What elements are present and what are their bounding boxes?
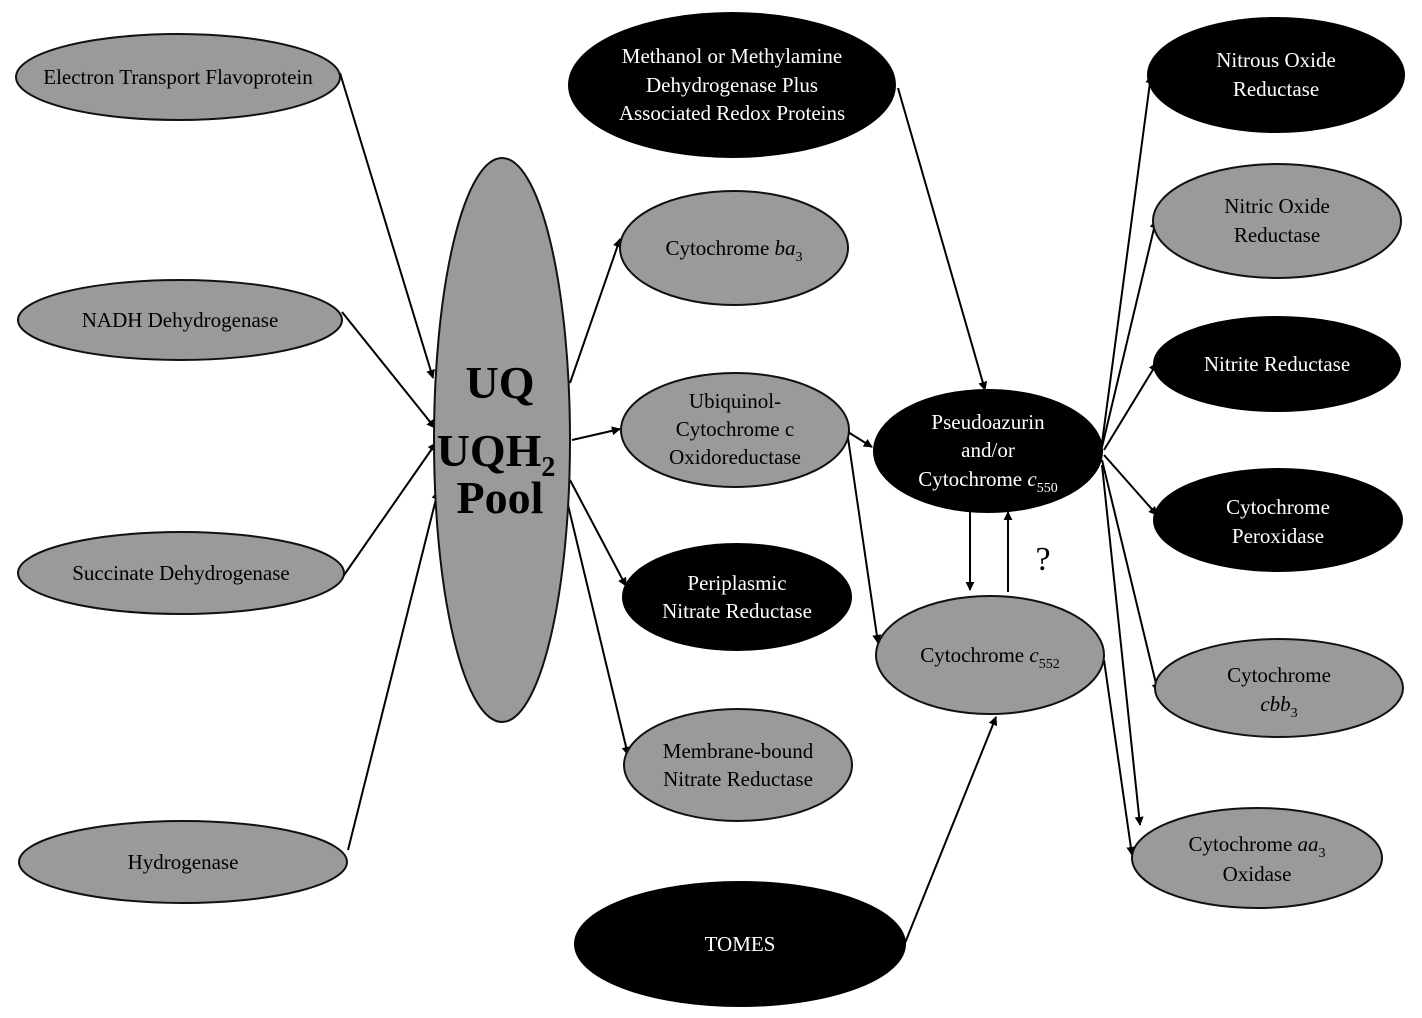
- pool-line-uqh2: UQH2: [437, 425, 556, 483]
- node-nitric-oxide-reductase: Nitric Oxide Reductase: [1152, 163, 1402, 279]
- arrow-pool-to-membrane: [567, 504, 631, 756]
- node-label: Pseudoazurin: [931, 410, 1045, 434]
- node-label: Oxidoreductase: [669, 445, 801, 469]
- node-label: Cytochrome aa3: [1188, 832, 1325, 861]
- arrow-ubiquinol-to-c552: [847, 437, 882, 644]
- node-label: Reductase: [1234, 223, 1320, 247]
- node-nitrite-reductase: Nitrite Reductase: [1153, 316, 1401, 412]
- node-nitrous-oxide-reductase: Nitrous Oxide Reductase: [1147, 17, 1405, 133]
- node-label: and/or: [961, 438, 1015, 462]
- node-membrane-bound-nitrate-reductase: Membrane-bound Nitrate Reductase: [623, 708, 853, 822]
- node-label: Cytochrome: [1226, 495, 1330, 519]
- node-label: Methanol or Methylamine: [622, 44, 842, 68]
- arrow-hydrogenase-to-pool: [347, 490, 441, 851]
- arrows: [339, 72, 1161, 944]
- arrow-pseudoazurin-to-nitric: [1101, 219, 1159, 448]
- arrow-succinate-to-pool: [341, 442, 437, 579]
- arrow-tomes-to-c552: [904, 716, 998, 944]
- node-label: Ubiquinol-: [689, 389, 781, 413]
- node-periplasmic-nitrate-reductase: Periplasmic Nitrate Reductase: [622, 543, 852, 651]
- arrow-pseudoazurin-to-aa3: [1101, 464, 1144, 826]
- node-hydrogenase: Hydrogenase: [18, 820, 348, 904]
- node-label: Nitrate Reductase: [663, 767, 813, 791]
- node-label: Associated Redox Proteins: [619, 101, 845, 125]
- node-label: Hydrogenase: [128, 850, 239, 874]
- node-methanol-dehydrogenase: Methanol or Methylamine Dehydrogenase Pl…: [568, 12, 896, 158]
- node-label: Membrane-bound: [663, 739, 814, 763]
- node-label: Peroxidase: [1232, 524, 1324, 548]
- node-label: Nitrous Oxide: [1216, 48, 1336, 72]
- node-cytochrome-ba3: Cytochrome ba3: [619, 190, 849, 306]
- question-mark: ?: [1035, 541, 1050, 578]
- arrow-pseudoazurin-to-nitrite: [1103, 362, 1158, 451]
- node-label: Nitrate Reductase: [662, 599, 812, 623]
- node-nadh-dehydrogenase: NADH Dehydrogenase: [17, 279, 343, 361]
- node-label: Nitrite Reductase: [1204, 352, 1350, 376]
- arrow-etf-to-pool: [339, 72, 435, 379]
- arrow-pseudoazurin-to-peroxidase: [1103, 454, 1158, 516]
- node-label: Oxidase: [1223, 862, 1292, 886]
- node-label: cbb3: [1260, 692, 1297, 721]
- arrow-pseudoazurin-to-cbb3: [1101, 459, 1161, 693]
- arrow-pool-to-ubiquinol: [571, 426, 621, 441]
- pool-line-uq: UQ: [466, 357, 535, 408]
- arrow-c552-to-aa3: [1103, 659, 1136, 856]
- node-electron-transport-flavoprotein: Electron Transport Flavoprotein: [15, 33, 341, 121]
- arrow-nadh-to-pool: [341, 311, 436, 429]
- node-label: Nitric Oxide: [1224, 194, 1330, 218]
- node-label: NADH Dehydrogenase: [82, 308, 279, 332]
- arrow-pool-to-ba3: [569, 238, 622, 384]
- arrow-pseudoazurin-to-nitrous: [1101, 74, 1155, 444]
- node-label: Succinate Dehydrogenase: [72, 561, 290, 585]
- pool-line-pool: Pool: [457, 472, 544, 523]
- node-tomes: TOMES: [574, 881, 906, 1007]
- node-label: Dehydrogenase Plus: [646, 73, 818, 97]
- node-cytochrome-peroxidase: Cytochrome Peroxidase: [1153, 468, 1403, 572]
- node-label: Electron Transport Flavoprotein: [43, 65, 313, 89]
- node-cytochrome-cbb3: Cytochrome cbb3: [1154, 638, 1404, 738]
- node-pseudoazurin-cytochrome-c550: Pseudoazurin and/or Cytochrome c550: [873, 389, 1103, 513]
- node-ubiquinol-cytochrome-c-oxidoreductase: Ubiquinol- Cytochrome c Oxidoreductase: [620, 372, 850, 488]
- node-label: Cytochrome ba3: [665, 236, 802, 265]
- node-label: Cytochrome c552: [920, 643, 1059, 672]
- node-uq-pool: UQ UQH2 Pool: [433, 157, 571, 723]
- arrow-methanol-to-pseudoazurin: [897, 87, 988, 391]
- node-label: Cytochrome: [1227, 663, 1331, 687]
- node-label: Reductase: [1233, 77, 1319, 101]
- arrow-ubiquinol-to-pseudoazurin: [847, 431, 873, 448]
- node-label: Cytochrome c550: [918, 467, 1057, 496]
- node-label: TOMES: [705, 932, 776, 956]
- node-label: Periplasmic: [687, 571, 786, 595]
- node-cytochrome-aa3-oxidase: Cytochrome aa3 Oxidase: [1131, 807, 1383, 909]
- arrow-pool-to-periplasmic: [569, 479, 627, 587]
- node-label: Cytochrome c: [676, 417, 794, 441]
- node-cytochrome-c552: Cytochrome c552: [875, 595, 1105, 715]
- node-succinate-dehydrogenase: Succinate Dehydrogenase: [17, 531, 345, 615]
